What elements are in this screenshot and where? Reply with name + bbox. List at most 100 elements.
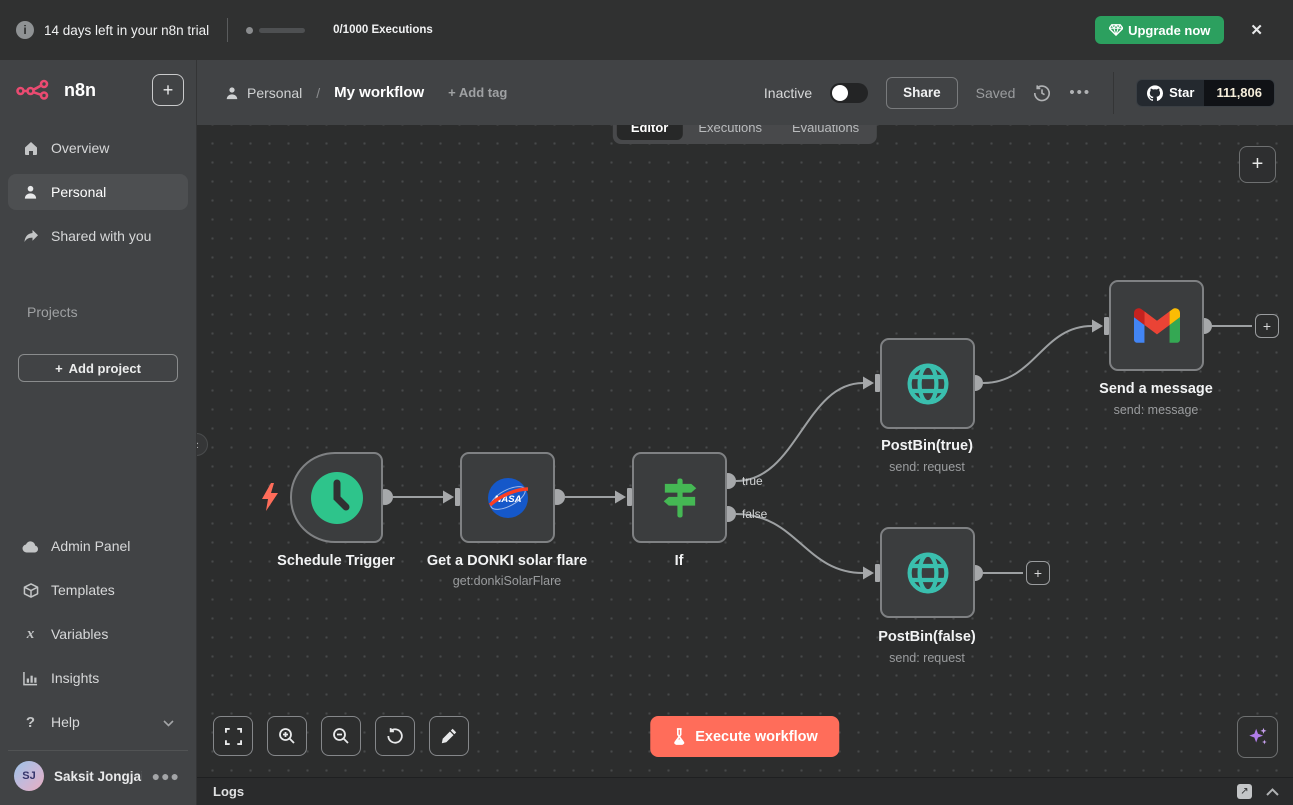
variable-x-icon: x: [26, 625, 35, 642]
globe-icon: [907, 363, 948, 404]
node-postbin-true[interactable]: [880, 338, 975, 429]
tidy-up-icon[interactable]: [429, 716, 469, 756]
share-arrow-icon: [22, 229, 39, 244]
node-subtitle: send: request: [889, 460, 965, 474]
github-star-widget[interactable]: Star 111,806: [1136, 78, 1275, 107]
tab-editor[interactable]: Editor: [616, 125, 683, 140]
logs-panel[interactable]: Logs ↗: [197, 777, 1293, 805]
add-node-button[interactable]: +: [1239, 146, 1276, 183]
add-project-button[interactable]: + Add project: [18, 354, 178, 382]
reset-zoom-icon[interactable]: [375, 716, 415, 756]
plus-icon: +: [55, 360, 63, 376]
trial-banner: i 14 days left in your n8n trial 0/1000 …: [0, 0, 1293, 60]
node-label: If: [674, 553, 684, 569]
history-icon[interactable]: [1033, 84, 1051, 102]
node-subtitle: send: message: [1113, 403, 1199, 417]
node-send-a-message[interactable]: [1109, 280, 1204, 371]
nasa-icon: NASA: [487, 477, 528, 518]
breadcrumb-separator: /: [316, 84, 321, 101]
sidebar-item-insights[interactable]: Insights: [8, 660, 188, 696]
append-node-button[interactable]: +: [1255, 314, 1279, 338]
star-label: Star: [1169, 85, 1195, 100]
github-icon: [1147, 84, 1164, 101]
execute-workflow-button[interactable]: Execute workflow: [650, 716, 840, 757]
saved-status: Saved: [975, 84, 1016, 101]
node-label: Get a DONKI solar flare: [426, 553, 588, 569]
question-icon: ?: [25, 713, 36, 731]
execute-workflow-label: Execute workflow: [695, 728, 818, 745]
toggle-knob: [832, 84, 849, 101]
sidebar-item-label: Shared with you: [51, 228, 152, 244]
sidebar-item-templates[interactable]: Templates: [8, 572, 188, 608]
node-if[interactable]: [632, 452, 727, 543]
sidebar-item-label: Help: [51, 714, 80, 730]
fit-view-icon[interactable]: [213, 716, 253, 756]
node-schedule-trigger[interactable]: [290, 452, 383, 543]
upgrade-label: Upgrade now: [1128, 22, 1211, 38]
gmail-icon: [1133, 308, 1180, 343]
n8n-logo-icon: [16, 79, 49, 100]
sidebar-item-help[interactable]: ? Help: [8, 704, 188, 740]
sidebar-item-variables[interactable]: x Variables: [8, 616, 188, 652]
user-options-icon[interactable]: ●●●: [151, 768, 180, 784]
add-tag-button[interactable]: + Add tag: [448, 85, 508, 100]
sidebar-item-personal[interactable]: Personal: [8, 174, 188, 210]
flask-icon: [674, 728, 685, 745]
zoom-out-icon[interactable]: [321, 716, 361, 756]
sidebar: n8n + Overview Personal Shared with y: [0, 60, 197, 805]
person-icon: [226, 86, 238, 99]
share-button[interactable]: Share: [886, 76, 958, 109]
editor-tabs: Editor Executions Evaluations: [612, 125, 878, 144]
tab-executions[interactable]: Executions: [698, 125, 762, 135]
divider: [1113, 71, 1115, 114]
projects-section-label: Projects: [27, 304, 78, 320]
node-label: Send a message: [1099, 381, 1213, 397]
user-name: Saksit Jongjai...: [54, 768, 142, 784]
workflow-canvas[interactable]: Editor Executions Evaluations + ‹: [197, 125, 1293, 777]
logs-title: Logs: [213, 784, 245, 799]
edge-label-false: false: [742, 507, 768, 521]
globe-icon: [907, 552, 948, 593]
home-icon: [22, 140, 39, 156]
close-icon[interactable]: ✕: [1250, 22, 1263, 39]
avatar: SJ: [14, 761, 44, 791]
bar-chart-icon: [22, 671, 39, 686]
workflow-header: Personal / My workflow + Add tag Inactiv…: [197, 60, 1293, 125]
new-workflow-button[interactable]: +: [152, 74, 184, 106]
sidebar-item-label: Personal: [51, 184, 107, 200]
svg-text:NASA: NASA: [494, 494, 521, 505]
append-node-button[interactable]: +: [1026, 561, 1050, 585]
active-toggle[interactable]: [830, 82, 869, 103]
more-options-icon[interactable]: •••: [1069, 84, 1092, 101]
chevron-down-icon: [163, 714, 174, 730]
sidebar-item-label: Templates: [51, 582, 115, 598]
lightning-bolt-icon: [262, 483, 278, 511]
node-label: PostBin(true): [881, 438, 973, 454]
node-donki-solar-flare[interactable]: NASA: [460, 452, 555, 543]
clock-icon: [310, 471, 363, 524]
upgrade-now-button[interactable]: Upgrade now: [1095, 16, 1225, 44]
node-subtitle: send: request: [889, 651, 965, 665]
gem-icon: [1109, 24, 1124, 36]
star-count: 111,806: [1204, 79, 1274, 106]
open-logs-icon[interactable]: ↗: [1237, 784, 1252, 799]
trial-text: 14 days left in your n8n trial: [44, 22, 210, 38]
workflow-status-label: Inactive: [763, 84, 813, 101]
cloud-icon: [22, 540, 39, 553]
sidebar-item-shared-with-you[interactable]: Shared with you: [8, 218, 188, 254]
user-menu[interactable]: SJ Saksit Jongjai... ●●●: [8, 750, 188, 805]
workflow-title[interactable]: My workflow: [334, 84, 425, 101]
node-postbin-false[interactable]: [880, 527, 975, 618]
node-label: Schedule Trigger: [277, 553, 395, 569]
breadcrumb-project[interactable]: Personal: [247, 84, 303, 101]
tab-evaluations[interactable]: Evaluations: [791, 125, 860, 135]
edge-label-true: true: [742, 474, 763, 488]
add-project-label: Add project: [68, 360, 141, 376]
workflow-edges: [377, 317, 1252, 582]
chevron-up-icon[interactable]: [1266, 785, 1279, 799]
zoom-in-icon[interactable]: [267, 716, 307, 756]
ai-assistant-button[interactable]: [1237, 716, 1278, 758]
sidebar-item-admin-panel[interactable]: Admin Panel: [8, 528, 188, 564]
sparkles-icon: [1248, 727, 1267, 745]
sidebar-item-overview[interactable]: Overview: [8, 130, 188, 166]
